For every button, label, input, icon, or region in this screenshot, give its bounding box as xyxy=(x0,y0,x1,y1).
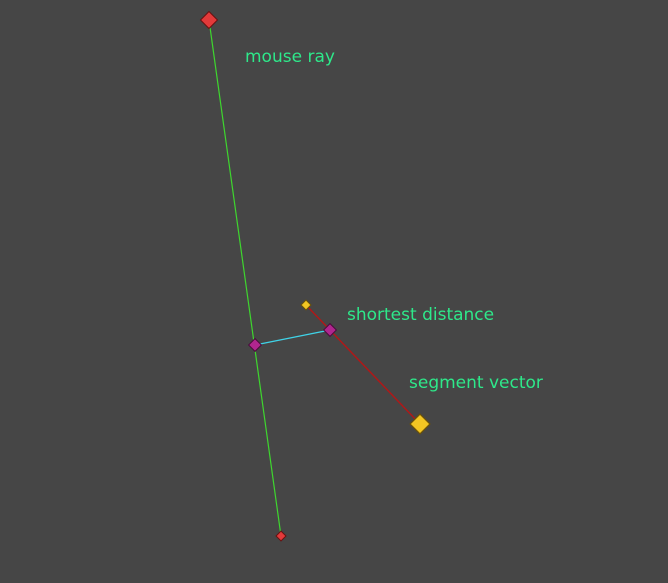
ray-closest-point-marker[interactable] xyxy=(247,337,263,353)
mouse-ray-label: mouse ray xyxy=(245,47,335,67)
ray-end-marker[interactable] xyxy=(275,530,287,542)
segment-vector-line xyxy=(305,304,421,425)
ray-start-marker[interactable] xyxy=(199,10,219,30)
segment-closest-point-marker[interactable] xyxy=(322,322,338,338)
segment-vector-label: segment vector xyxy=(409,373,543,393)
shortest-distance-label: shortest distance xyxy=(347,305,495,325)
shortest-distance-line xyxy=(254,329,331,346)
segment-end-marker[interactable] xyxy=(409,413,431,435)
segment-start-marker[interactable] xyxy=(300,299,312,311)
mouse-ray-line xyxy=(208,19,282,537)
